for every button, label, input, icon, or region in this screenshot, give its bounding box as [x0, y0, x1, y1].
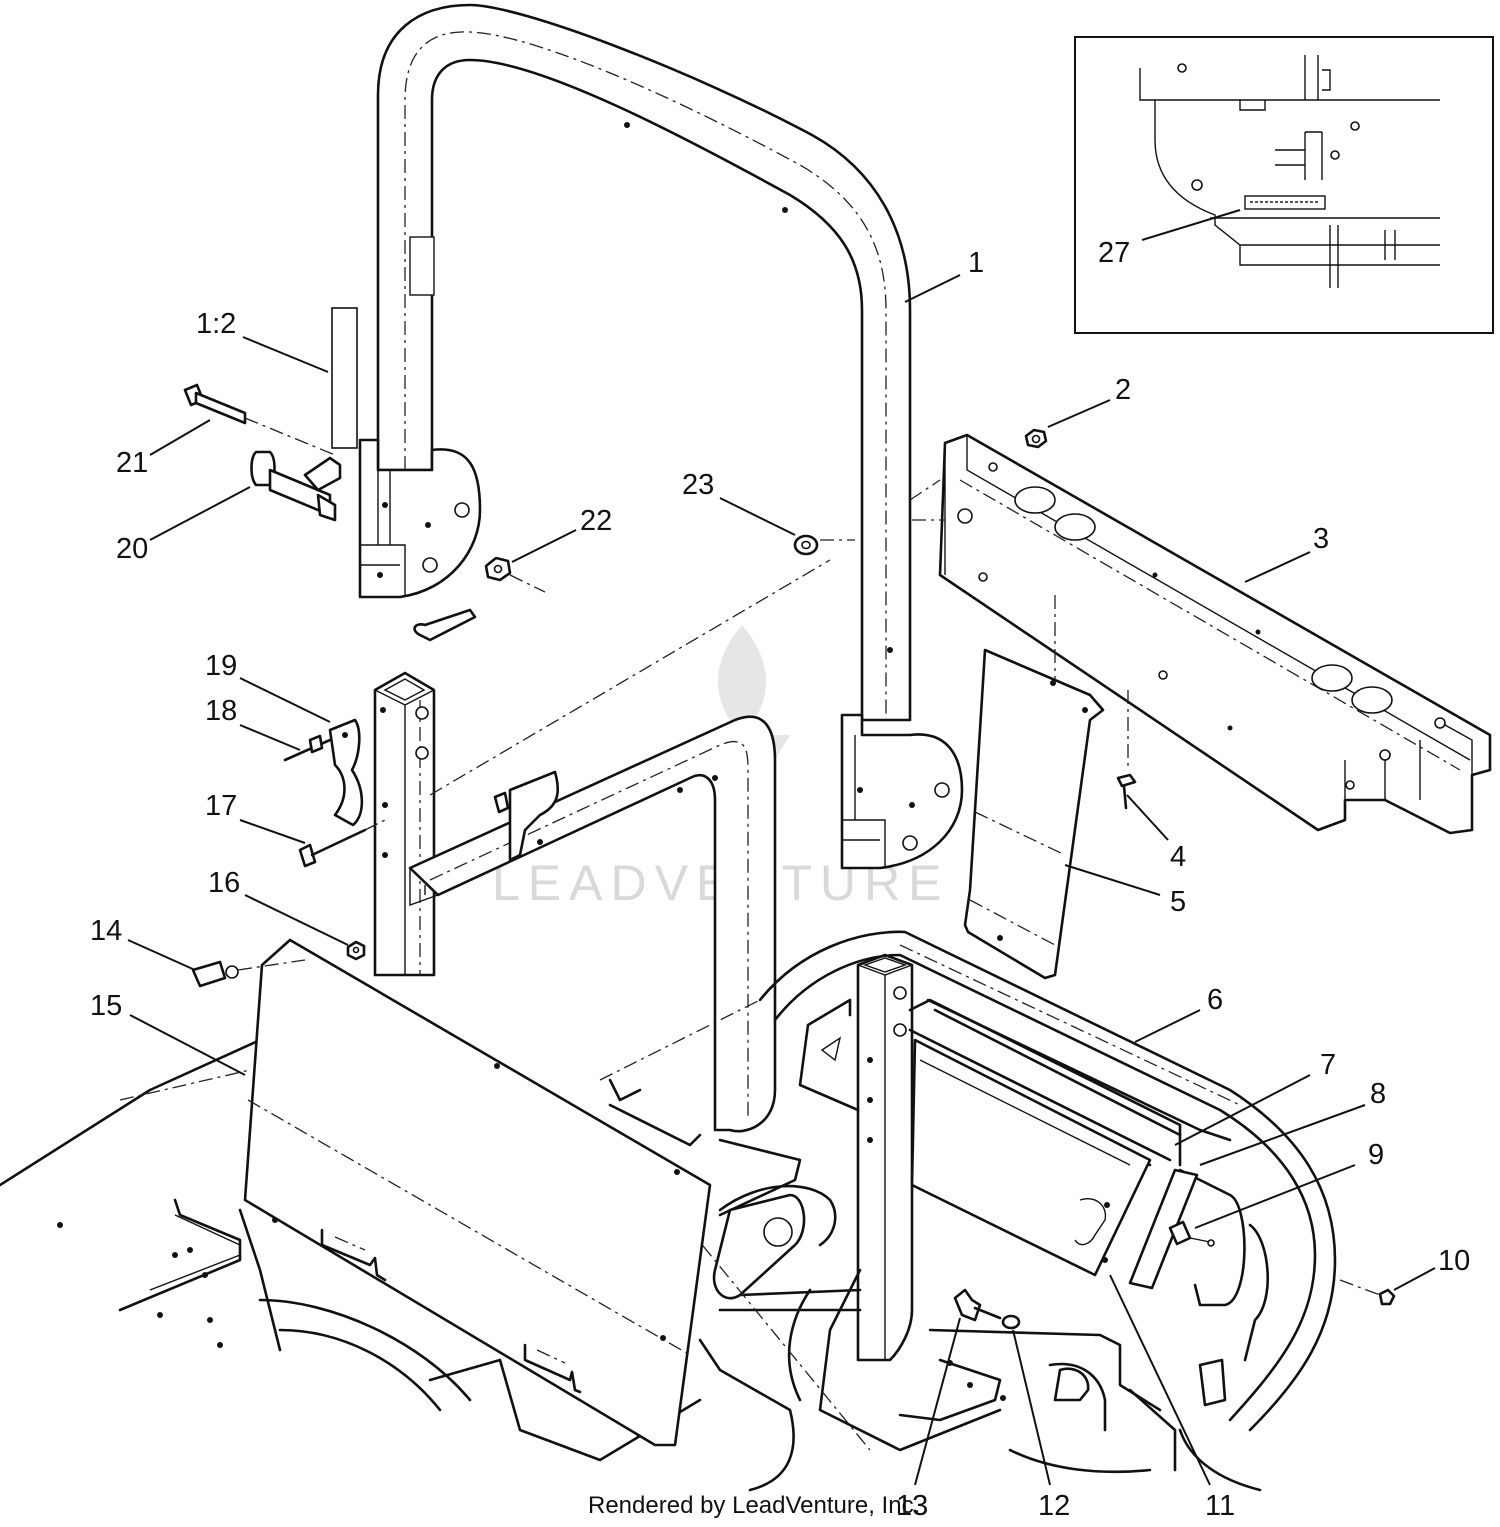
bar-8 [1128, 1168, 1199, 1290]
small-bracket [303, 456, 342, 492]
callout-15: 15 [90, 990, 122, 1022]
assembly-lines [429, 479, 1129, 796]
bracket-19 [328, 718, 364, 827]
callout-27: 27 [1098, 237, 1130, 269]
washer-23 [793, 534, 819, 556]
callout-14: 14 [90, 915, 122, 947]
callout-23: 23 [682, 469, 714, 501]
shield-plate [963, 648, 1105, 980]
callout-16: 16 [208, 867, 240, 899]
knob-13 [953, 1288, 1002, 1322]
pin-18 [283, 734, 332, 762]
seat-panel [243, 938, 712, 1447]
callout-3: 3 [1313, 523, 1329, 555]
callout-11: 11 [1205, 1490, 1235, 1522]
nut-10 [1378, 1288, 1396, 1306]
callout-22: 22 [580, 505, 612, 537]
bolt-4 [1116, 773, 1137, 810]
callout-labels: 1 1:2 2 3 4 5 6 7 8 9 10 11 12 13 14 15 … [90, 237, 1470, 1522]
nut-16 [346, 940, 366, 961]
leader-lines [127, 274, 1436, 1486]
callout-5: 5 [1170, 886, 1186, 918]
hitch-pin-20 [250, 450, 337, 522]
callout-19: 19 [205, 650, 237, 682]
callout-17: 17 [205, 790, 237, 822]
callout-12: 12 [1038, 1490, 1070, 1522]
rear-frame-channel [938, 433, 1492, 835]
washer-12 [1001, 1314, 1021, 1330]
callout-9: 9 [1368, 1139, 1384, 1171]
inset-detail [1074, 36, 1494, 334]
nut-22 [484, 556, 546, 593]
callout-2: 2 [1115, 374, 1131, 406]
bolt-21 [183, 383, 336, 456]
rops-hoop [358, 3, 964, 870]
strip-7 [933, 1008, 1182, 1137]
callout-10: 10 [1438, 1245, 1470, 1277]
bolt-17 [298, 819, 386, 868]
callout-13: 13 [896, 1490, 928, 1522]
callout-1: 1 [968, 247, 984, 279]
callout-6: 6 [1207, 984, 1223, 1016]
access-panel [910, 1038, 1152, 1277]
clip-9 [1168, 1220, 1215, 1247]
callout-1-2: 1:2 [196, 308, 236, 340]
callout-4: 4 [1170, 841, 1186, 873]
key-14 [191, 959, 306, 988]
hair-pin [413, 608, 477, 642]
callout-21: 21 [116, 447, 148, 479]
callout-7: 7 [1320, 1049, 1336, 1081]
nut-2 [1024, 428, 1048, 449]
posts-and-seat-bar [373, 671, 914, 1362]
rendered-by-credit: Rendered by LeadVenture, Inc. [588, 1492, 920, 1519]
callout-8: 8 [1370, 1078, 1386, 1110]
callout-18: 18 [205, 695, 237, 727]
decal-1-2 [331, 307, 358, 449]
callout-20: 20 [116, 533, 148, 565]
